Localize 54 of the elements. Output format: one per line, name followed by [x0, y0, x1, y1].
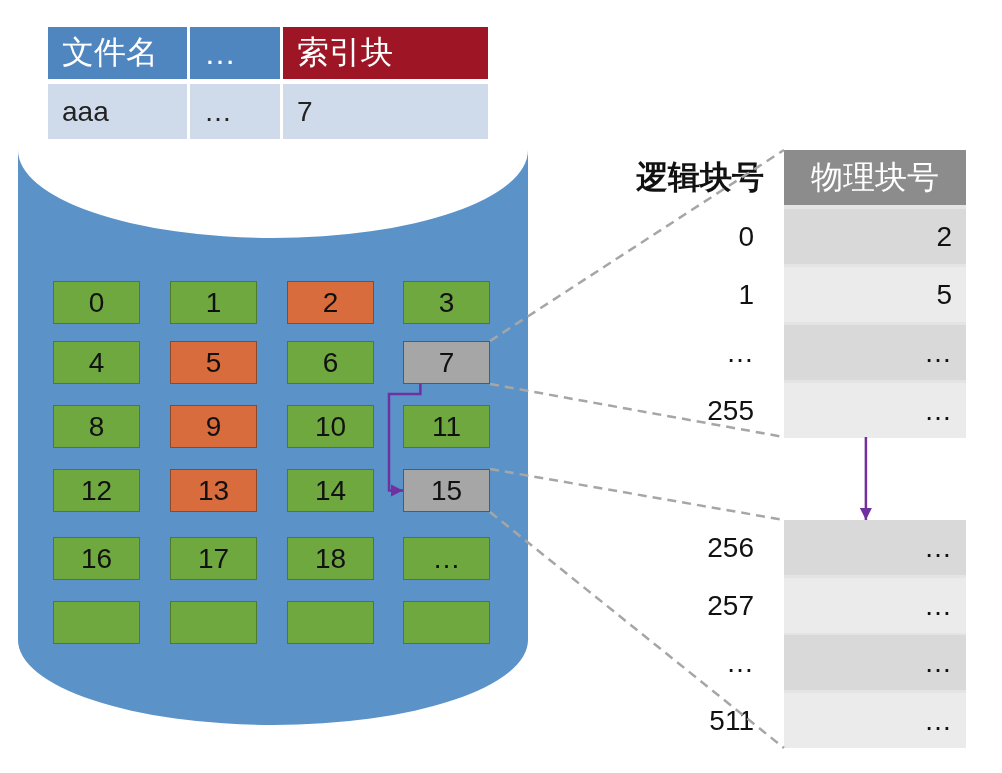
index-table	[784, 520, 966, 748]
row-number: 256	[706, 530, 755, 565]
table-cell: …	[784, 325, 966, 380]
table-cell: …	[784, 693, 966, 748]
disk-block: 1	[170, 281, 257, 324]
disk-block: 10	[287, 405, 374, 448]
row-number: …	[725, 645, 755, 680]
index-table	[784, 150, 966, 437]
column-heading: 逻辑块号	[635, 157, 765, 197]
disk-block: 18	[287, 537, 374, 580]
table-cell: …	[784, 635, 966, 690]
empty-disk-block	[53, 601, 140, 644]
arrow	[859, 437, 873, 520]
table-cell: …	[190, 84, 280, 139]
disk-block: 17	[170, 537, 257, 580]
row-number: …	[725, 335, 755, 370]
empty-disk-block	[287, 601, 374, 644]
empty-disk-block	[170, 601, 257, 644]
table-cell: aaa	[48, 84, 187, 139]
disk-block: 3	[403, 281, 490, 324]
table-cell: 7	[283, 84, 488, 139]
disk-block: 11	[403, 405, 490, 448]
arrow	[387, 384, 422, 497]
header-cell: 索引块	[283, 27, 488, 79]
row-number: 257	[706, 588, 755, 623]
disk-block: 9	[170, 405, 257, 448]
table-cell: …	[784, 578, 966, 633]
table-cell: 2	[784, 209, 966, 264]
table-cell: …	[784, 520, 966, 575]
row-number: 511	[708, 703, 755, 738]
disk-block: 8	[53, 405, 140, 448]
disk-block: 5	[170, 341, 257, 384]
disk-block: 13	[170, 469, 257, 512]
disk-block: 2	[287, 281, 374, 324]
table-cell: 5	[784, 267, 966, 322]
dashed-line	[489, 511, 785, 749]
header-cell: 文件名	[48, 27, 187, 79]
header-cell: 物理块号	[784, 150, 966, 205]
disk-block: …	[403, 537, 490, 580]
empty-disk-block	[403, 601, 490, 644]
disk-block: 15	[403, 469, 490, 512]
disk-block: 7	[403, 341, 490, 384]
disk-block: 14	[287, 469, 374, 512]
table-cell: …	[784, 383, 966, 438]
disk-block: 4	[53, 341, 140, 384]
row-number: 1	[737, 277, 755, 312]
dashed-line	[489, 148, 785, 343]
row-number: 255	[706, 393, 755, 428]
disk-block: 0	[53, 281, 140, 324]
row-number: 0	[737, 219, 755, 254]
disk-block: 16	[53, 537, 140, 580]
disk-block: 12	[53, 469, 140, 512]
disk-block: 6	[287, 341, 374, 384]
header-cell: …	[190, 27, 280, 79]
